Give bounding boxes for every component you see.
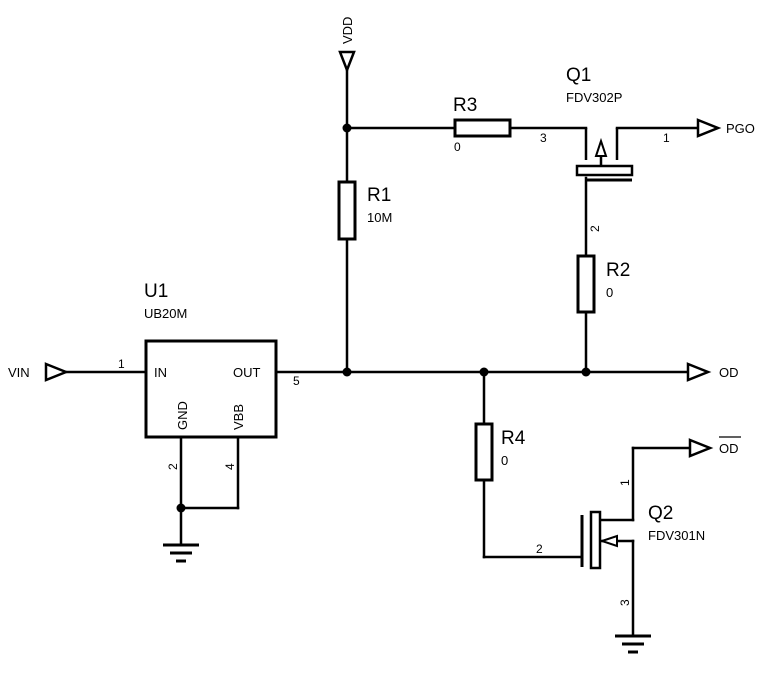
u1-pinnum-in: 1 <box>118 357 125 371</box>
u1-component: U1 UB20M IN OUT GND VBB 1 5 2 4 <box>118 281 300 470</box>
r1-component: R1 10M <box>337 180 392 241</box>
r1-ref: R1 <box>367 185 391 206</box>
q2-value: FDV301N <box>648 528 705 543</box>
r2-ref: R2 <box>606 260 630 281</box>
odbar-label: OD <box>719 441 739 456</box>
vdd-symbol: VDD <box>338 17 356 74</box>
q2-component: Q2 FDV301N 2 1 3 <box>536 479 705 606</box>
junction-vdd-r3 <box>342 123 352 133</box>
r4-body <box>474 422 494 482</box>
junction-out-r4 <box>479 367 489 377</box>
q1-pin-drain: 1 <box>663 131 670 145</box>
r3-ref: R3 <box>453 95 477 116</box>
q1-pin-gate: 2 <box>588 225 602 232</box>
r2-body <box>576 254 596 314</box>
q2-arrow-icon <box>598 534 618 548</box>
pgo-label: PGO <box>726 121 755 136</box>
junctions <box>176 123 591 513</box>
q2-pin-drain: 1 <box>618 479 632 486</box>
u1-pinnum-gnd: 2 <box>166 463 180 470</box>
q2-ref: Q2 <box>648 503 673 524</box>
q2-pin-gate: 2 <box>536 542 543 556</box>
q1-channel <box>575 164 634 177</box>
net-ports: VIN PGO OD OD <box>8 118 755 458</box>
q1-component: Q1 FDV302P 1 2 <box>566 65 670 232</box>
q1-value: FDV302P <box>566 90 622 105</box>
u1-value: UB20M <box>144 306 187 321</box>
r3-value: 0 <box>454 140 461 154</box>
q2-channel <box>589 510 602 570</box>
r1-body <box>337 180 357 241</box>
ground-q2-icon <box>615 634 651 654</box>
r4-component: R4 0 <box>474 422 526 482</box>
vin-port-icon <box>44 362 70 382</box>
r4-ref: R4 <box>501 428 526 449</box>
q2-pin-source: 3 <box>618 599 632 606</box>
od-label: OD <box>719 365 739 380</box>
u1-pinnum-out: 5 <box>293 374 300 388</box>
r3-component: R3 0 3 <box>453 95 547 154</box>
vdd-arrow-icon <box>338 50 356 74</box>
u1-pinnum-vbb: 4 <box>223 463 237 470</box>
r1-value: 10M <box>367 210 392 225</box>
u1-pin-vbb: VBB <box>231 404 246 430</box>
pgo-port-icon <box>696 118 722 138</box>
u1-body <box>144 339 278 439</box>
r4-value: 0 <box>501 453 508 468</box>
junction-out-r2 <box>581 367 591 377</box>
r3-body <box>453 118 512 138</box>
ground-u1-icon <box>163 543 199 563</box>
vin-label: VIN <box>8 365 30 380</box>
vdd-label: VDD <box>340 17 355 44</box>
u1-ref: U1 <box>144 281 168 302</box>
u1-pin-in: IN <box>154 365 167 380</box>
od-port-icon <box>686 362 712 382</box>
r2-component: R2 0 <box>576 254 630 314</box>
u1-pin-out: OUT <box>233 365 261 380</box>
r3-pin-right: 3 <box>540 131 547 145</box>
junction-out-r1 <box>342 367 352 377</box>
r2-value: 0 <box>606 285 613 300</box>
q1-arrow-icon <box>594 137 608 157</box>
junction-gnd-vbb <box>176 503 186 513</box>
u1-pin-gnd: GND <box>175 401 190 430</box>
odbar-port-icon <box>688 438 714 458</box>
q1-ref: Q1 <box>566 65 591 86</box>
